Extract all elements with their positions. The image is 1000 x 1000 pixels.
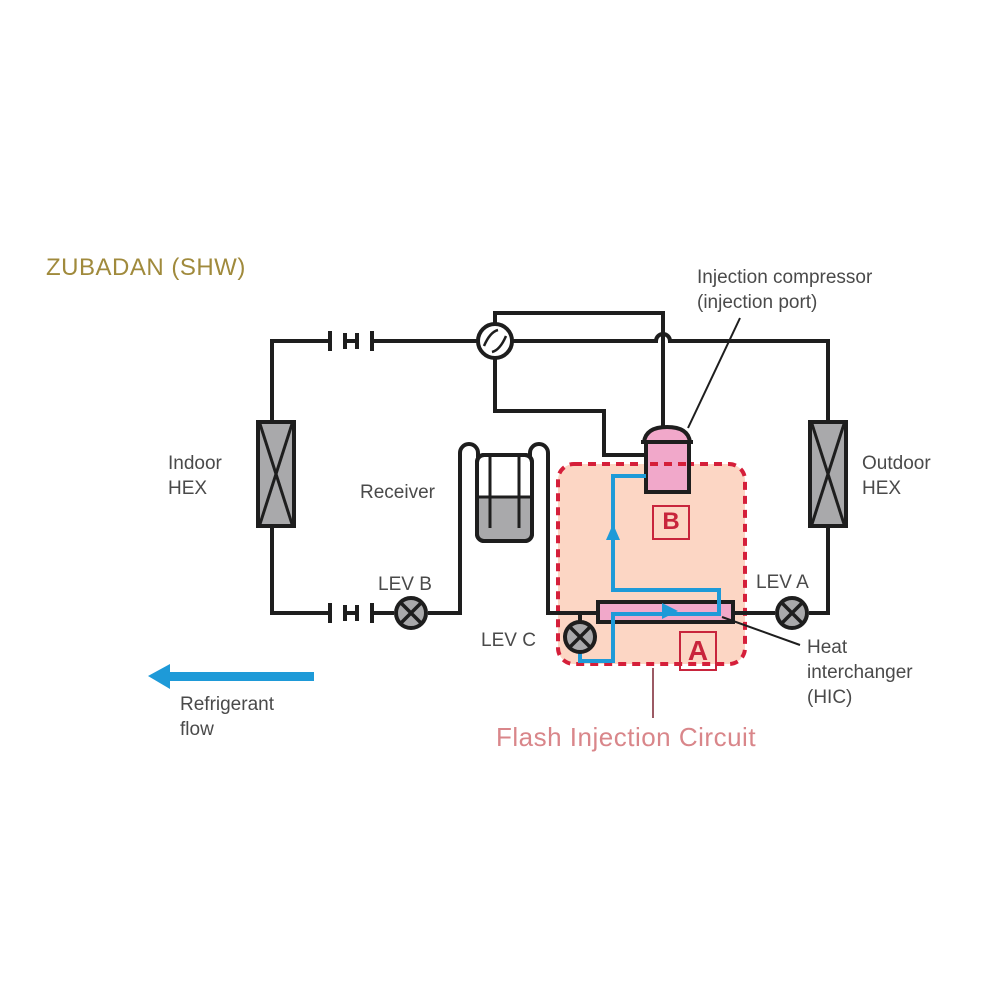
pipes bbox=[270, 311, 830, 624]
pipe-indoor-top bbox=[270, 339, 330, 422]
label-heat-interchanger: Heat interchanger (HIC) bbox=[807, 637, 913, 708]
label-indoor-hex: Indoor HEX bbox=[168, 453, 222, 499]
label-lev-a: LEV A bbox=[756, 572, 809, 593]
pipe-receiver-out bbox=[528, 442, 598, 615]
flow-arrow-right-icon bbox=[662, 603, 678, 619]
refrigerant-flow-arrow-icon bbox=[148, 664, 314, 689]
diagram-title: ZUBADAN (SHW) bbox=[46, 254, 246, 281]
injection-compressor-icon bbox=[641, 424, 693, 494]
leader-compressor bbox=[687, 317, 741, 429]
coupling-top bbox=[328, 331, 374, 351]
lev-b-valve-icon bbox=[394, 596, 428, 630]
indoor-hex-icon bbox=[256, 420, 296, 528]
box-a-frame bbox=[679, 631, 717, 671]
pipe-valve-top-loop bbox=[493, 311, 665, 426]
label-refrigerant-flow: Refrigerant flow bbox=[180, 694, 274, 740]
leader-lines bbox=[687, 317, 801, 646]
outdoor-hex-icon bbox=[808, 420, 848, 528]
pipe-leva-to-outdoor bbox=[809, 526, 830, 615]
receiver-icon bbox=[475, 453, 534, 543]
lev-a-valve-icon bbox=[775, 596, 809, 630]
pipe-valve-to-outdoor bbox=[513, 332, 830, 422]
label-injection-compressor: Injection compressor (injection port) bbox=[697, 267, 873, 313]
four-way-valve-icon bbox=[476, 322, 514, 360]
pipe-valve-to-suction bbox=[493, 359, 646, 457]
label-flash-injection-circuit: Flash Injection Circuit bbox=[496, 722, 757, 752]
label-lev-b: LEV B bbox=[378, 574, 432, 595]
box-label-b: B bbox=[662, 508, 680, 535]
box-b-frame bbox=[652, 505, 690, 540]
pipe-levb-to-receiver bbox=[428, 442, 480, 615]
box-label-a: A bbox=[687, 635, 709, 666]
lev-c-valve-icon bbox=[563, 620, 597, 654]
label-receiver: Receiver bbox=[360, 482, 435, 503]
label-outdoor-hex: Outdoor HEX bbox=[862, 453, 931, 499]
flow-arrow-up-icon bbox=[606, 524, 620, 540]
label-lev-c: LEV C bbox=[481, 630, 536, 651]
pipe-indoor-bottom bbox=[270, 526, 330, 615]
coupling-bottom bbox=[328, 603, 374, 623]
leader-hic bbox=[721, 616, 801, 646]
